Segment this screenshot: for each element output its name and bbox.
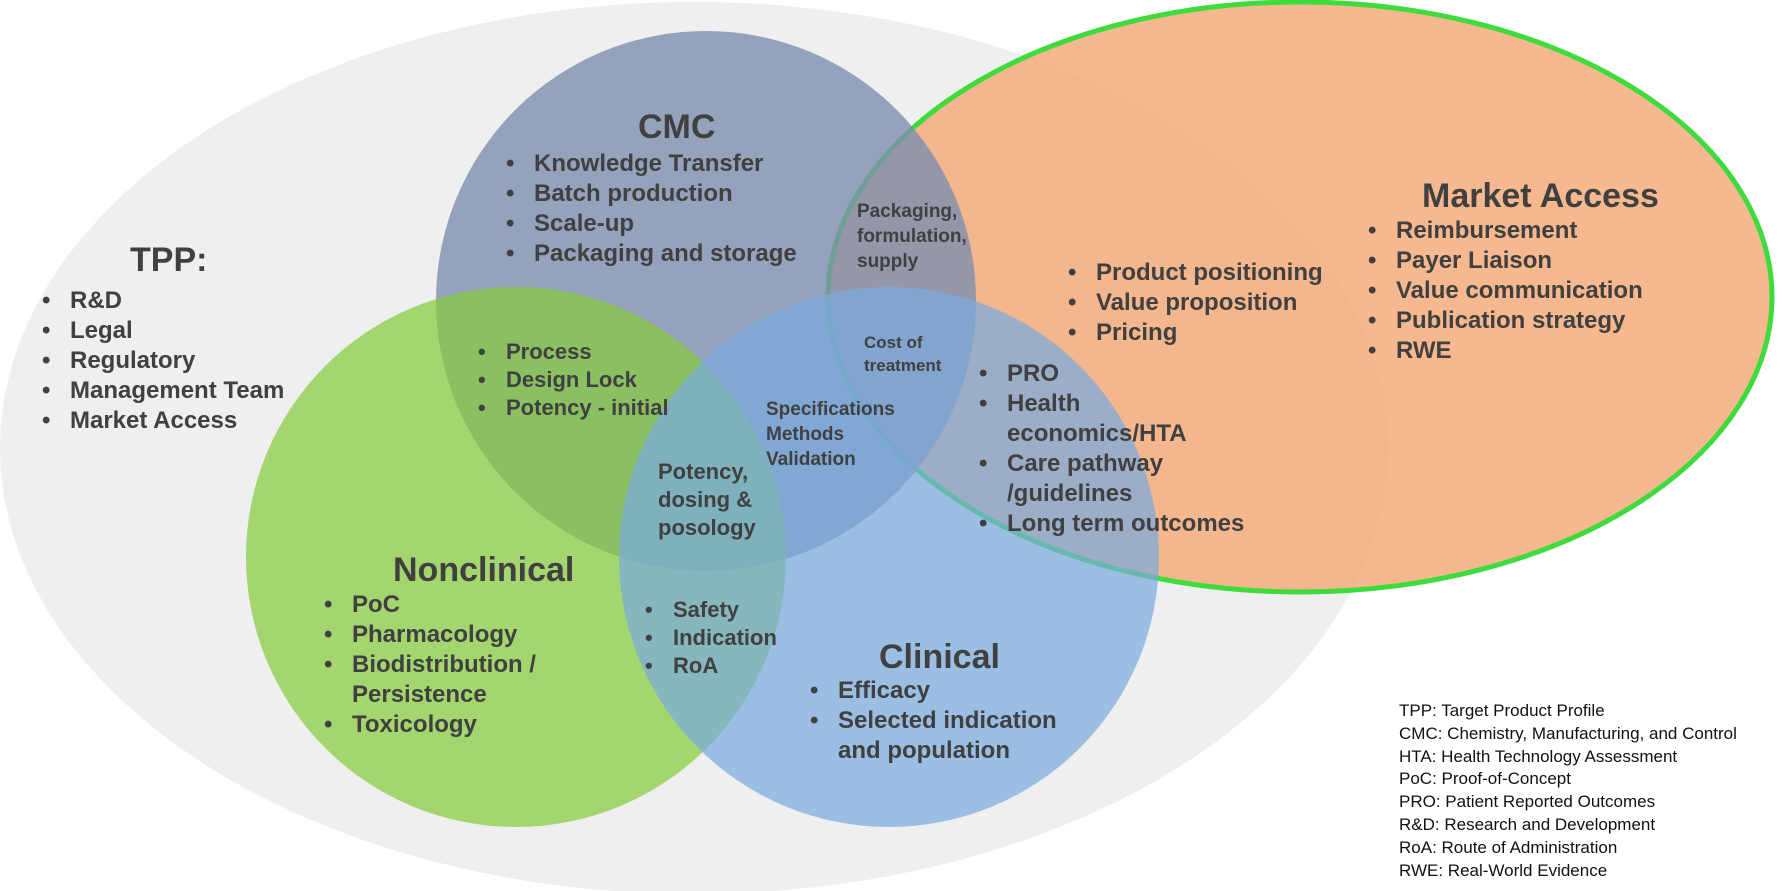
overlap-nonclinical-clinical: Safety Indication RoA bbox=[645, 596, 777, 680]
list-item: Process bbox=[478, 338, 669, 366]
overlap-cmc-clinical: Specifications Methods Validation bbox=[766, 397, 895, 472]
list-item: PRO bbox=[979, 359, 1244, 389]
clinical-list: Efficacy Selected indication and populat… bbox=[810, 676, 1057, 766]
legend-entry: CMC: Chemistry, Manufacturing, and Contr… bbox=[1399, 723, 1737, 743]
overlap-cmc-clinical-market: Cost of treatment bbox=[864, 331, 941, 377]
overlap-clinical-market: PRO Health economics/HTA Care pathway /g… bbox=[979, 359, 1244, 539]
list-item: RWE bbox=[1368, 336, 1643, 366]
list-item: PoC bbox=[324, 590, 536, 620]
list-item: Market Access bbox=[42, 406, 284, 436]
list-item: Efficacy bbox=[810, 676, 1057, 706]
list-item: Regulatory bbox=[42, 346, 284, 376]
overlap-line: Methods bbox=[766, 424, 845, 445]
list-item: Publication strategy bbox=[1368, 306, 1643, 336]
overlap-line: formulation, bbox=[857, 226, 967, 247]
list-item: Safety bbox=[645, 596, 777, 624]
legend-entry: PoC: Proof-of-Concept bbox=[1399, 769, 1571, 789]
list-item: Health bbox=[979, 389, 1244, 419]
tpp-list: R&D Legal Regulatory Management Team Mar… bbox=[42, 286, 284, 436]
list-item: Value proposition bbox=[1068, 288, 1323, 318]
list-item: Biodistribution / bbox=[324, 650, 536, 680]
overlap-center: Potency, dosing & posology bbox=[658, 458, 756, 542]
list-item: Care pathway bbox=[979, 449, 1244, 479]
list-item: Indication bbox=[645, 624, 777, 652]
nonclinical-circle bbox=[246, 287, 786, 827]
abbreviations-legend: TPP: Target Product Profile CMC: Chemist… bbox=[1399, 700, 1737, 882]
legend-entry: TPP: Target Product Profile bbox=[1399, 701, 1605, 720]
list-item: Pharmacology bbox=[324, 620, 536, 650]
legend-entry: RWE: Real-World Evidence bbox=[1399, 860, 1608, 880]
list-item: Value communication bbox=[1368, 276, 1643, 306]
list-item: Selected indication bbox=[810, 706, 1057, 736]
list-item: Scale-up bbox=[506, 209, 797, 239]
overlap-tpp-market: Product positioning Value proposition Pr… bbox=[1068, 258, 1323, 348]
legend-entry: RoA: Route of Administration bbox=[1399, 837, 1618, 857]
overlap-line: dosing & bbox=[658, 487, 753, 512]
overlap-line: Validation bbox=[766, 449, 856, 470]
legend-entry: PRO: Patient Reported Outcomes bbox=[1399, 792, 1656, 812]
list-item: Management Team bbox=[42, 376, 284, 406]
list-item-continuation: and population bbox=[838, 737, 1010, 764]
list-item-continuation: /guidelines bbox=[1007, 480, 1133, 507]
list-item: Knowledge Transfer bbox=[506, 149, 797, 179]
overlap-line: treatment bbox=[864, 356, 942, 375]
list-item: Reimbursement bbox=[1368, 216, 1643, 246]
list-item-continuation: economics/HTA bbox=[1007, 420, 1187, 447]
overlap-line: Specifications bbox=[766, 399, 895, 420]
list-item: Pricing bbox=[1068, 318, 1323, 348]
overlap-cmc-nonclinical: Process Design Lock Potency - initial bbox=[478, 338, 669, 422]
list-item: Product positioning bbox=[1068, 258, 1323, 288]
legend-entry: HTA: Health Technology Assessment bbox=[1399, 746, 1678, 766]
nonclinical-title: Nonclinical bbox=[393, 551, 575, 589]
cmc-list: Knowledge Transfer Batch production Scal… bbox=[506, 149, 797, 269]
clinical-title: Clinical bbox=[879, 638, 1000, 676]
overlap-line: Packaging, bbox=[857, 201, 958, 222]
tpp-title: TPP: bbox=[130, 241, 208, 279]
overlap-line: Cost of bbox=[864, 333, 923, 352]
cmc-title: CMC bbox=[638, 108, 716, 146]
overlap-line: Potency, bbox=[658, 459, 749, 484]
list-item: Legal bbox=[42, 316, 284, 346]
list-item: Payer Liaison bbox=[1368, 246, 1643, 276]
overlap-cmc-market: Packaging, formulation, supply bbox=[857, 199, 967, 274]
market-access-title: Market Access bbox=[1422, 177, 1659, 215]
overlap-line: supply bbox=[857, 251, 919, 272]
list-item-continuation: Persistence bbox=[352, 681, 487, 708]
overlap-line: posology bbox=[658, 515, 756, 540]
list-item: Packaging and storage bbox=[506, 239, 797, 269]
list-item: Batch production bbox=[506, 179, 797, 209]
list-item: Long term outcomes bbox=[979, 509, 1244, 539]
market-access-list: Reimbursement Payer Liaison Value commun… bbox=[1368, 216, 1643, 366]
list-item: RoA bbox=[645, 652, 777, 680]
list-item: Potency - initial bbox=[478, 394, 669, 422]
list-item: Toxicology bbox=[324, 710, 536, 740]
list-item: R&D bbox=[42, 286, 284, 316]
list-item: Design Lock bbox=[478, 366, 669, 394]
nonclinical-list: PoC Pharmacology Biodistribution / Persi… bbox=[324, 590, 536, 740]
legend-entry: R&D: Research and Development bbox=[1399, 814, 1656, 834]
